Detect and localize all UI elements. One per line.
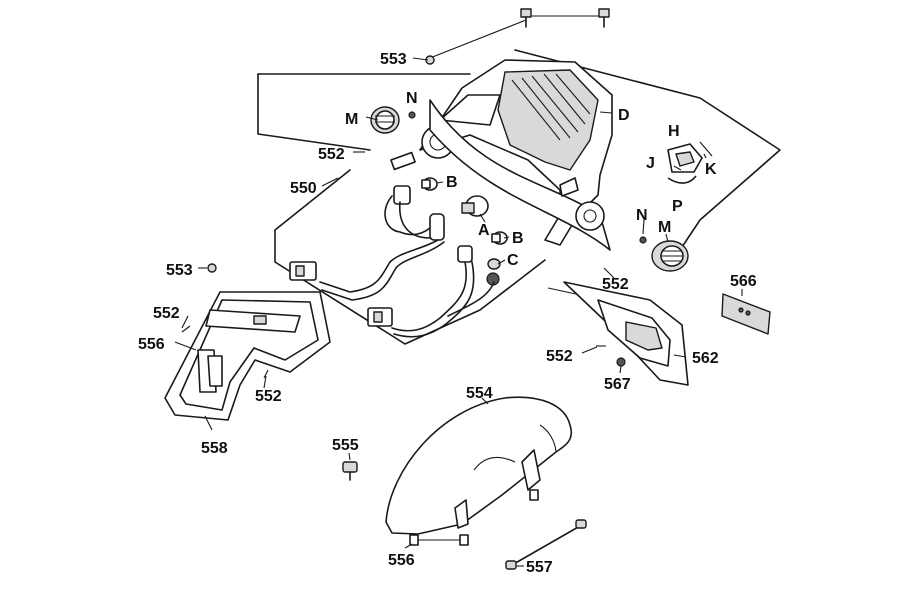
label-553-top: 553: [380, 51, 407, 68]
label-d: D: [618, 107, 630, 124]
label-554: 554: [466, 385, 493, 402]
label-h: H: [668, 123, 680, 140]
tail-light-housing: [390, 59, 613, 251]
socket-c: [486, 258, 501, 286]
inner-fender: [164, 263, 331, 421]
label-556-a: 556: [138, 336, 165, 353]
fasteners: [342, 461, 587, 570]
label-558: 558: [201, 440, 228, 457]
label-550: 550: [290, 180, 317, 197]
label-552-d: 552: [255, 388, 282, 405]
label-n-left: N: [406, 90, 418, 107]
label-k: K: [705, 161, 717, 178]
horn-assembly: [667, 141, 713, 184]
label-a: A: [478, 222, 490, 239]
rear-mudguard: [385, 396, 573, 541]
label-567: 567: [604, 376, 631, 393]
label-552-b: 552: [602, 276, 629, 293]
label-m-left: M: [345, 111, 358, 128]
leader-lines: [174, 57, 743, 567]
label-557: 557: [526, 559, 553, 576]
label-m-right: M: [658, 219, 671, 236]
label-555: 555: [332, 437, 359, 454]
callout-labels: 553 M N D H K J P 552 550 B A B C N M 55…: [138, 51, 757, 576]
plate-holder: [547, 281, 689, 386]
lamp-m-left: [370, 106, 416, 134]
label-j: J: [646, 155, 655, 172]
label-n-right: N: [636, 207, 648, 224]
plate-light: [721, 293, 771, 335]
bulb-a: [429, 195, 489, 241]
top-screws: [425, 8, 610, 65]
lamp-m-right: [639, 236, 689, 272]
label-553-left: 553: [166, 262, 193, 279]
label-552-c: 552: [153, 305, 180, 322]
bulb-b-top: [393, 177, 438, 205]
label-552-a: 552: [318, 146, 345, 163]
label-b-lower: B: [512, 230, 524, 247]
label-562: 562: [692, 350, 719, 367]
label-b-upper: B: [446, 174, 458, 191]
bulb-b-lower: [457, 231, 508, 263]
label-566: 566: [730, 273, 757, 290]
wiring-harness: [289, 195, 495, 338]
tail-lamp-outline: [257, 49, 781, 345]
label-556-b: 556: [388, 552, 415, 569]
housing-ribs: [511, 73, 591, 141]
label-p: P: [672, 198, 683, 215]
label-c: C: [507, 252, 519, 269]
label-552-e: 552: [546, 348, 573, 365]
